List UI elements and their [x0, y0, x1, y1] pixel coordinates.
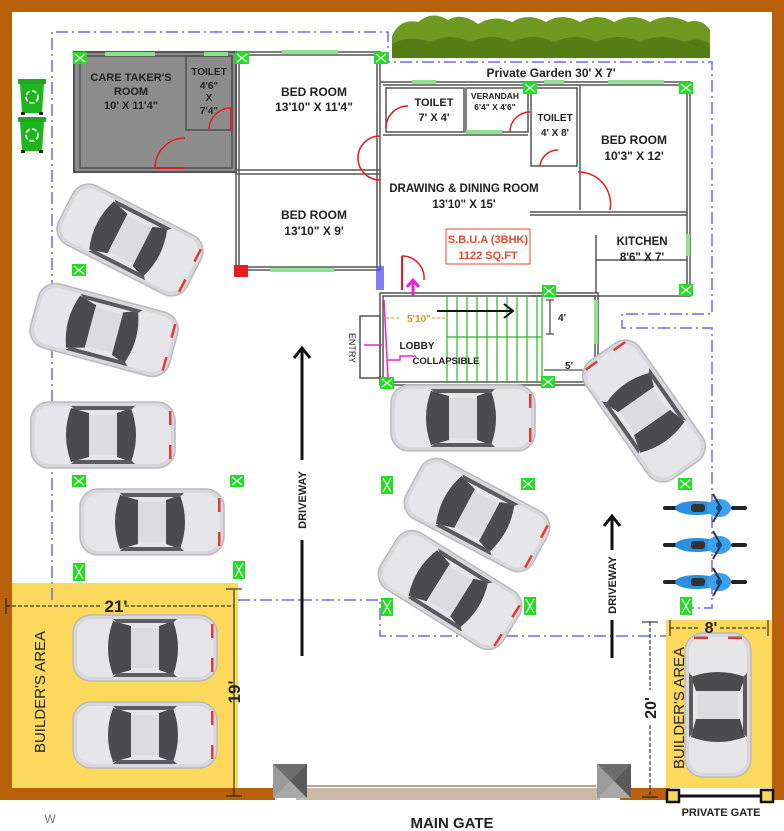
staircase: [446, 296, 543, 382]
caretaker-room-label: CARE TAKER'S: [90, 72, 171, 84]
kitchen-label: KITCHEN: [616, 236, 667, 248]
collapsible-gate: [364, 299, 416, 379]
recycle-bin-icon: [17, 78, 47, 116]
caretaker-toilet-label: TOILET: [191, 67, 226, 78]
caretaker-toilet-x: X: [206, 93, 213, 104]
builders-left-height: 19': [225, 681, 244, 704]
private-gate[interactable]: [665, 788, 775, 804]
stair-dimension: [544, 299, 594, 371]
flight-width-label: 4': [558, 313, 566, 324]
builders-right-height: 20': [643, 697, 660, 719]
verandah-label: VERANDAH: [471, 91, 519, 101]
toilet1-size: 7' X 4': [419, 112, 450, 124]
bike-icon: [662, 530, 748, 560]
doors: [357, 105, 612, 290]
car-icon: [79, 488, 225, 556]
driveway-label: DRIVEWAY: [607, 556, 619, 614]
compound-wall: [0, 0, 784, 800]
car-icon: [50, 177, 210, 303]
builders-right-width: 8': [705, 620, 718, 637]
main-gate-label: MAIN GATE: [410, 815, 493, 831]
stair-arrow: [437, 303, 515, 319]
sbua-area: 1122 SQ.FT: [458, 250, 518, 262]
caretaker-toilet-h: 7'4": [200, 106, 219, 117]
caretaker-room-size: 10' X 11'4": [104, 100, 158, 112]
setback-line: [51, 31, 713, 637]
caretaker-toilet-w: 4'6": [200, 81, 219, 92]
car-icon: [72, 701, 218, 769]
garden-hedge: [392, 15, 710, 59]
bike-icon: [662, 493, 748, 523]
bedroom1-label: BED ROOM: [281, 85, 347, 99]
driveway-arrow-icon: [292, 345, 622, 658]
caretaker-block: [73, 51, 237, 173]
caretaker-room-label-2: ROOM: [114, 86, 148, 98]
car-icon: [684, 632, 752, 778]
garden-label: Private Garden 30' X 7': [486, 66, 615, 80]
toilet2-label: TOILET: [537, 113, 572, 124]
collapsible-label: COLLAPSIBLE: [412, 356, 479, 367]
windows: [270, 50, 690, 344]
compass-label: W: [44, 812, 56, 826]
kitchen-size: 8'6" X 7': [620, 252, 664, 264]
bike-icon: [662, 567, 748, 597]
drawing-dining-label: DRAWING & DINING ROOM: [389, 183, 539, 195]
dimension-lines: [5, 588, 769, 798]
driveway-label-main: DRIVEWAY: [294, 462, 310, 538]
bedroom2-size: 10'3" X 12': [604, 149, 664, 163]
bedroom1-size: 13'10" X 11'4": [275, 100, 353, 114]
driveway-label-right: DRIVEWAY: [604, 552, 620, 618]
bedroom2-label: BED ROOM: [601, 133, 667, 147]
car-icon: [390, 384, 536, 452]
entry-arrow-icon: [405, 277, 421, 296]
toilet1-label: TOILET: [415, 97, 454, 109]
sbua-box: [445, 228, 531, 265]
driveway-label: DRIVEWAY: [297, 471, 309, 529]
car-icon: [30, 401, 176, 469]
entry-label: ENTRY: [347, 333, 357, 363]
lobby-label: LOBBY: [400, 341, 435, 352]
sbua-label: S.B.U.A (3BHK): [448, 234, 529, 246]
bedroom3-label: BED ROOM: [281, 208, 347, 222]
bedroom3-size: 13'10" X 9': [284, 224, 344, 238]
drawing-dining-size: 13'10" X 15': [432, 199, 496, 211]
builders-area-right-label: BUILDER'S AREA: [671, 647, 688, 769]
car-icon: [72, 614, 218, 682]
toilet2-size: 4' X 8': [541, 128, 569, 139]
columns: [71, 51, 694, 617]
car-icon: [574, 332, 714, 490]
lobby-width-label: 5'10": [407, 314, 431, 325]
builders-area-left-label: BUILDER'S AREA: [32, 631, 49, 753]
verandah-size: 6'4" X 4'6": [474, 102, 515, 112]
private-gate-label: PRIVATE GATE: [682, 807, 761, 819]
recycle-bin-icon: [17, 116, 47, 154]
main-gate[interactable]: [273, 764, 631, 800]
landing-label: 5': [565, 361, 573, 372]
builders-left-width: 21': [105, 597, 128, 616]
car-icon: [25, 278, 183, 382]
